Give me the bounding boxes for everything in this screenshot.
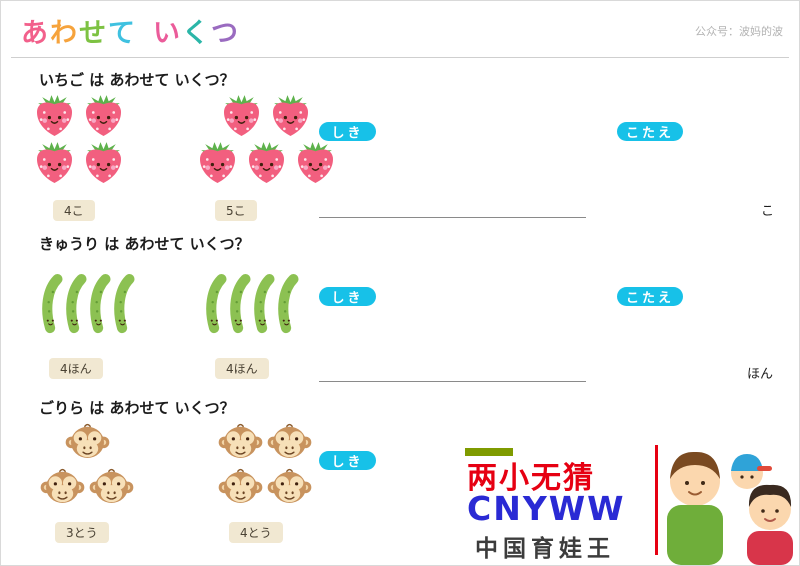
title-char: い: [153, 18, 182, 49]
watermark-line2: CNYWW: [467, 489, 626, 528]
question-cucumber: きゅうり は あわせて いくつ？: [39, 235, 250, 253]
strawberry-icon: [268, 92, 313, 137]
cucumber-icon: [227, 271, 251, 337]
count-label: 4とう: [229, 522, 283, 543]
gorilla-icon: [218, 466, 263, 507]
strawberry-group-left: [27, 91, 131, 185]
gorilla-icon: [65, 421, 110, 462]
watermark-bar: [465, 448, 513, 456]
answer-unit: ほん: [747, 367, 774, 382]
kotae-label: こたえ: [617, 287, 683, 306]
cucumber-icon: [251, 271, 275, 337]
strawberry-icon: [244, 139, 289, 184]
cucumber-group-right: [199, 271, 303, 337]
strawberry-icon: [81, 92, 126, 137]
count-label: 4ほん: [49, 358, 103, 379]
strawberry-icon: [81, 139, 126, 184]
cucumber-icon: [39, 271, 63, 337]
formula-blank-line[interactable]: [319, 381, 586, 382]
title-char: わ: [50, 18, 79, 49]
kotae-label: こたえ: [617, 122, 683, 141]
count-label: 5こ: [215, 200, 257, 221]
cucumber-icon: [87, 271, 111, 337]
title-char: て: [108, 18, 137, 49]
family-cartoon-image: [655, 445, 793, 565]
watermark-line1: 两小无猜: [467, 461, 595, 496]
cucumber-icon: [275, 271, 299, 337]
formula-blank-line[interactable]: [319, 217, 586, 218]
cucumber-icon: [63, 271, 87, 337]
cucumber-icon: [111, 271, 135, 337]
question-strawberry: いちご は あわせて いくつ？: [39, 71, 235, 89]
gorilla-icon: [89, 466, 134, 507]
strawberry-icon: [293, 139, 338, 184]
gorilla-group-right: [209, 419, 321, 509]
title-char: つ: [211, 18, 240, 49]
watermark-line3: 中国育娃王: [475, 536, 615, 562]
strawberry-icon: [32, 92, 77, 137]
strawberry-icon: [195, 139, 240, 184]
strawberry-icon: [219, 92, 264, 137]
shiki-label: しき: [319, 451, 376, 470]
gorilla-icon: [267, 421, 312, 462]
count-label: 4こ: [53, 200, 95, 221]
gorilla-icon: [267, 466, 312, 507]
title-char: せ: [79, 18, 108, 49]
question-gorilla: ごりら は あわせて いくつ？: [39, 399, 235, 417]
gorilla-icon: [40, 466, 85, 507]
title-char: く: [182, 18, 211, 49]
count-label: 3とう: [55, 522, 109, 543]
title-char: あ: [21, 18, 50, 49]
count-label: 4ほん: [215, 358, 269, 379]
header-divider: [11, 57, 789, 58]
cucumber-icon: [203, 271, 227, 337]
top-watermark: 公众号：波妈的波: [695, 25, 783, 38]
gorilla-icon: [218, 421, 263, 462]
strawberry-group-right: [191, 91, 341, 185]
cucumber-group-left: [35, 271, 139, 337]
strawberry-icon: [32, 139, 77, 184]
gorilla-group-left: [31, 419, 143, 509]
page-title: あわせていくつ: [21, 11, 240, 50]
shiki-label: しき: [319, 122, 376, 141]
answer-unit: こ: [761, 204, 775, 219]
shiki-label: しき: [319, 287, 376, 306]
